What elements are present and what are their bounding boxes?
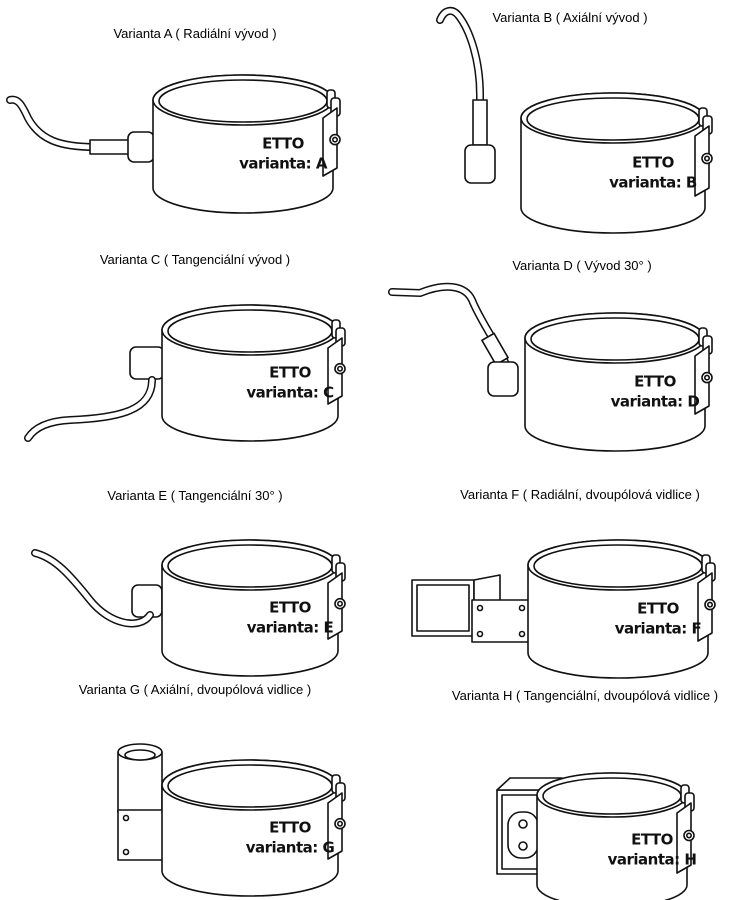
screw-icon [122, 848, 130, 856]
plug-bracket [471, 599, 531, 643]
band-heater-body [161, 759, 346, 897]
variant-c: Varianta C ( Tangenciální vývod ) ETTO va… [24, 252, 346, 442]
clamp [694, 327, 713, 415]
variant-a: Varianta A ( Radiální vývod ) ETTO varian… [6, 26, 341, 214]
variant-label: varianta: A [239, 154, 328, 172]
band-heater-body [524, 312, 713, 452]
clamp [697, 554, 716, 642]
band-inner-rim [526, 97, 700, 141]
clamp [327, 554, 346, 640]
bolt-head-icon [336, 600, 343, 607]
plug-pin-icon [518, 841, 528, 851]
brand-label: ETTO [262, 134, 304, 152]
plug-socket [124, 749, 156, 761]
variant-g: Varianta G ( Axiální, dvoupólová vidlice… [79, 682, 346, 897]
two-pole-plug [411, 579, 475, 637]
screw-icon [518, 604, 526, 612]
cable-lead-inner [7, 97, 143, 150]
clamp [327, 319, 346, 405]
bolt-head-icon [706, 601, 713, 608]
variant-title: Varianta C ( Tangenciální vývod ) [100, 252, 290, 267]
variant-label: varianta: E [247, 618, 334, 636]
variant-e: Varianta E ( Tangenciální 30° ) ETTO vari… [31, 488, 346, 677]
variant-title: Varianta F ( Radiální, dvoupólová vidlic… [460, 487, 700, 502]
variant-title: Varianta H ( Tangenciální, dvoupólová vi… [452, 688, 718, 703]
variant-h: Varianta H ( Tangenciální, dvoupólová vi… [452, 688, 718, 900]
variant-f: Varianta F ( Radiální, dvoupólová vidlic… [411, 487, 716, 679]
band-heater-body [536, 772, 695, 900]
brand-label: ETTO [269, 818, 311, 836]
plug-face [416, 584, 470, 632]
band-heater-body [527, 539, 716, 679]
variant-label: varianta: G [246, 838, 335, 856]
lead-sleeve [481, 332, 509, 366]
screw-icon [122, 814, 130, 822]
cable-lead-inner [437, 8, 483, 143]
bolt-head-icon [703, 155, 710, 162]
clamp [322, 89, 341, 177]
brand-label: ETTO [632, 154, 674, 172]
cable-lead-inner [25, 377, 155, 441]
variant-label: varianta: C [246, 383, 334, 401]
band-inner-rim [167, 544, 333, 588]
lead-outlet [487, 361, 519, 397]
brand-label: ETTO [269, 363, 311, 381]
variant-b: Varianta B ( Axiální vývod ) ETTO variant… [436, 6, 713, 234]
variant-title: Varianta E ( Tangenciální 30° ) [107, 488, 282, 503]
band-heater-body [152, 74, 341, 214]
variant-label: varianta: H [608, 851, 697, 869]
bolt-head-icon [331, 136, 338, 143]
bolt-head-icon [685, 832, 692, 839]
variant-label: varianta: B [609, 174, 697, 192]
brand-label: ETTO [631, 831, 673, 849]
band-inner-rim [158, 79, 328, 123]
brand-label: ETTO [269, 598, 311, 616]
brand-label: ETTO [637, 599, 679, 617]
screw-icon [476, 630, 484, 638]
variant-title: Varianta A ( Radiální vývod ) [113, 26, 276, 41]
variant-title: Varianta G ( Axiální, dvoupólová vidlice… [79, 682, 311, 697]
variant-title: Varianta B ( Axiální vývod ) [492, 10, 647, 25]
cable-lead-inner [32, 550, 153, 626]
screw-icon [476, 604, 484, 612]
clamp [676, 784, 695, 874]
plug-socket [507, 811, 539, 859]
band-inner-rim [530, 317, 700, 361]
band-inner-rim [167, 764, 333, 808]
band-inner-rim [167, 309, 333, 353]
lead-outlet [131, 584, 163, 618]
band-inner-rim [533, 544, 703, 588]
lead-outlet [127, 131, 155, 163]
screw-icon [518, 630, 526, 638]
brand-label: ETTO [634, 372, 676, 390]
band-heater-body [161, 539, 346, 677]
bolt-head-icon [703, 374, 710, 381]
clamp [327, 774, 346, 860]
band-heater-body [520, 92, 713, 234]
lead-outlet [129, 346, 165, 380]
plug-pin-icon [518, 819, 528, 829]
lead-outlet [464, 144, 496, 184]
bolt-head-icon [336, 365, 343, 372]
bolt-head-icon [336, 820, 343, 827]
lead-sleeve [89, 139, 131, 155]
variant-label: varianta: F [615, 619, 702, 637]
band-heater-body [161, 304, 346, 442]
variant-d: Varianta D ( Vývod 30° ) ETTO varianta: D [388, 258, 713, 452]
clamp [694, 107, 713, 197]
variant-label: varianta: D [611, 392, 700, 410]
band-inner-rim [542, 777, 682, 815]
variant-title: Varianta D ( Vývod 30° ) [512, 258, 651, 273]
lead-sleeve [472, 99, 488, 146]
